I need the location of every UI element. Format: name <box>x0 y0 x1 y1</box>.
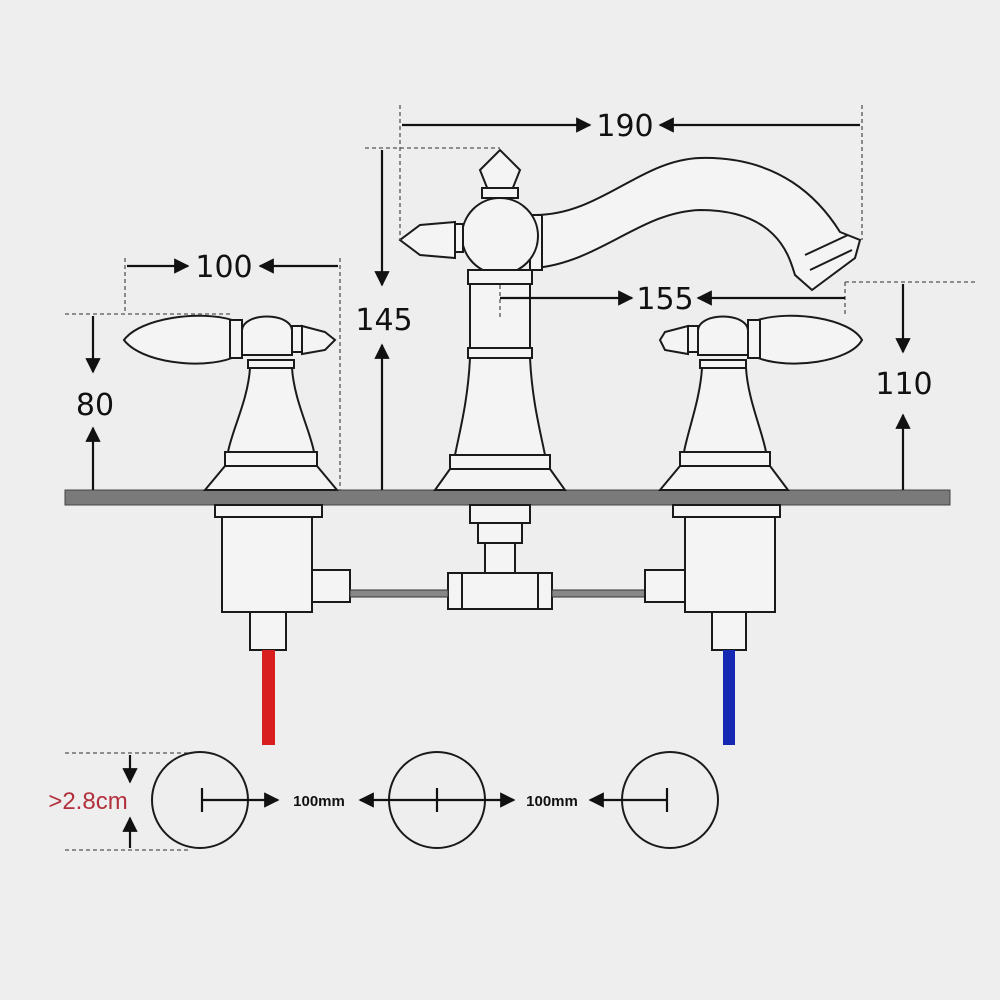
dimension-faucet-height: 145 <box>355 147 500 490</box>
label-145: 145 <box>355 303 412 338</box>
right-handle-valve <box>644 314 864 651</box>
label-100: 100 <box>195 250 252 285</box>
label-155: 155 <box>636 282 693 317</box>
dimension-spout-clearance: 110 <box>845 281 975 490</box>
label-spacing-left: 100mm <box>293 793 345 810</box>
countertop <box>64 489 951 506</box>
label-190: 190 <box>596 109 653 144</box>
label-110: 110 <box>875 367 932 402</box>
connecting-hose-left <box>349 589 449 598</box>
dimension-spout-width: 190 <box>399 105 863 240</box>
left-handle-valve <box>122 314 351 651</box>
label-hole-diameter: >2.8cm <box>48 788 127 815</box>
dimension-handle-spread: 100 <box>124 250 341 490</box>
cold-water-pipe <box>723 650 735 745</box>
hot-water-pipe <box>262 650 275 745</box>
label-spacing-right: 100mm <box>526 793 578 810</box>
dimension-spout-reach: 155 <box>499 282 846 318</box>
mounting-holes: >2.8cm 100mm 100mm <box>48 751 719 851</box>
center-spout <box>398 148 862 610</box>
connecting-hose-right <box>551 589 646 598</box>
dimension-handle-height: 80 <box>65 313 232 490</box>
label-80: 80 <box>76 388 114 423</box>
